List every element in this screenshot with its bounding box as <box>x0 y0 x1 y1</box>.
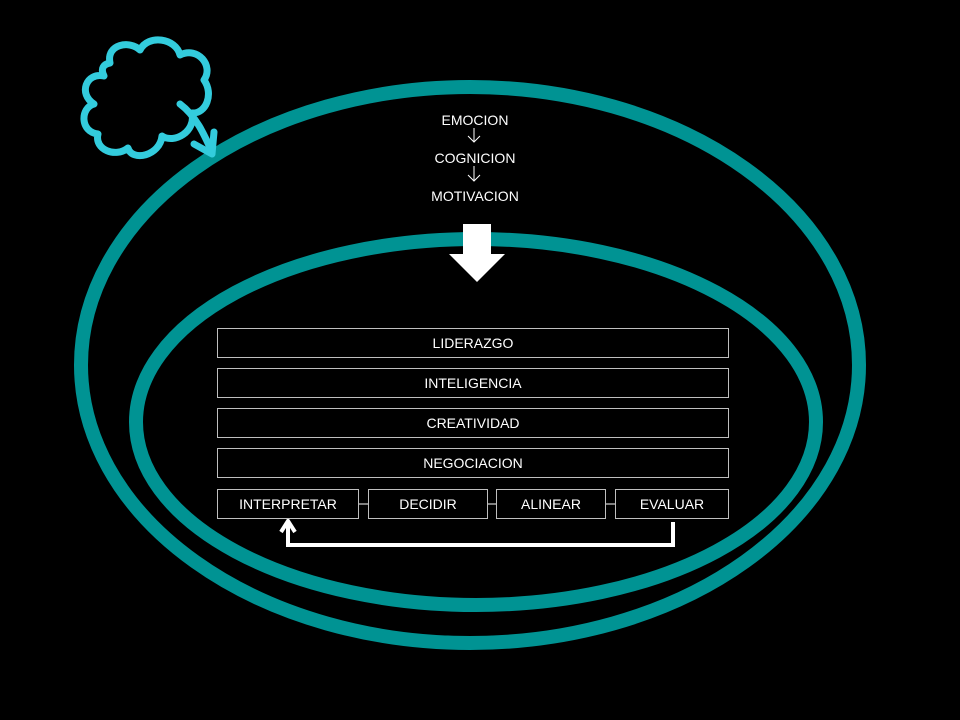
arrow-emocion-cognicion-icon <box>467 128 481 143</box>
box-creatividad: CREATIVIDAD <box>217 408 729 438</box>
label-motivacion: MOTIVACION <box>431 188 519 204</box>
cloud-pointer-arrow-icon <box>176 100 218 158</box>
outer-ellipse <box>74 80 866 650</box>
label-cognicion: COGNICION <box>434 150 516 166</box>
block-down-arrow-icon <box>449 224 505 282</box>
label-emocion: EMOCION <box>441 112 509 128</box>
step-alinear: ALINEAR <box>496 489 606 519</box>
arrow-cognicion-motivacion-icon <box>467 166 481 182</box>
step-decidir: DECIDIR <box>368 489 488 519</box>
box-inteligencia: INTELIGENCIA <box>217 368 729 398</box>
cloud-icon <box>80 36 212 160</box>
chain-arrows <box>467 128 481 182</box>
step-evaluar: EVALUAR <box>615 489 729 519</box>
feedback-loop-arrow-icon <box>279 517 675 547</box>
box-liderazgo: LIDERAZGO <box>217 328 729 358</box>
box-negociacion: NEGOCIACION <box>217 448 729 478</box>
step-interpretar: INTERPRETAR <box>217 489 359 519</box>
